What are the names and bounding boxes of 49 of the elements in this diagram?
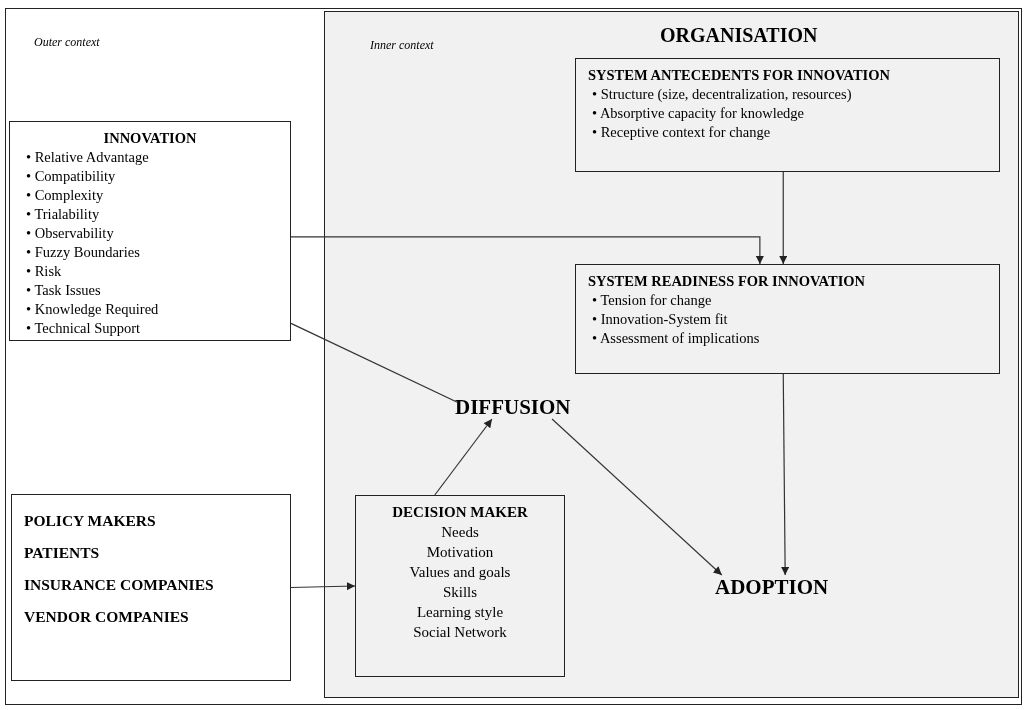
- list-item: • Relative Advantage: [25, 148, 150, 167]
- list-item: Needs: [440, 523, 480, 542]
- text-box: [11, 494, 291, 681]
- list-item: • Trialability: [25, 205, 101, 224]
- list-item: • Receptive context for change: [591, 123, 772, 142]
- list-item: • Knowledge Required: [25, 300, 160, 319]
- list-item: Skills: [441, 583, 479, 602]
- list-item: • Compatibility: [25, 167, 117, 186]
- box-heading: INNOVATION: [102, 130, 198, 147]
- stage-label: DIFFUSION: [455, 395, 571, 419]
- list-item: • Fuzzy Boundaries: [25, 243, 141, 262]
- list-item: Values and goals: [408, 563, 512, 582]
- list-item: • Innovation-System fit: [591, 310, 729, 329]
- list-item: • Task Issues: [25, 281, 102, 300]
- arrow: [780, 373, 790, 576]
- stage-label: ADOPTION: [715, 575, 829, 599]
- context-label: Outer context: [34, 35, 100, 50]
- stakeholder-label: VENDOR COMPANIES: [24, 607, 190, 627]
- list-item: • Structure (size, decentralization, resources): [591, 85, 853, 104]
- text-box: [355, 495, 565, 677]
- list-item: Learning style: [415, 603, 505, 622]
- list-item: • Observability: [25, 224, 115, 243]
- arrow: [434, 418, 493, 496]
- box-heading: SYSTEM ANTECEDENTS FOR INNOVATION: [588, 67, 891, 84]
- text-box: [9, 121, 291, 341]
- stakeholder-label: INSURANCE COMPANIES: [24, 575, 215, 595]
- list-item: • Complexity: [25, 186, 105, 205]
- list-item: • Absorptive capacity for knowledge: [591, 104, 806, 123]
- box-heading: DECISION MAKER: [391, 504, 529, 521]
- arrow: [551, 418, 723, 576]
- stakeholder-label: PATIENTS: [24, 543, 101, 563]
- text-box: [575, 264, 1000, 374]
- list-item: • Technical Support: [25, 319, 142, 338]
- list-item: • Assessment of implications: [591, 329, 761, 348]
- connector-line: [290, 322, 458, 403]
- outer-frame: [5, 8, 1022, 705]
- context-label: Inner context: [370, 38, 434, 53]
- inner-panel: [324, 11, 1019, 698]
- list-item: Social Network: [412, 623, 508, 642]
- arrow: [779, 171, 788, 265]
- list-item: Motivation: [425, 543, 495, 562]
- list-item: • Risk: [25, 262, 63, 281]
- text-box: [575, 58, 1000, 172]
- stakeholder-label: POLICY MAKERS: [24, 511, 157, 531]
- arrow: [290, 582, 356, 591]
- list-item: • Tension for change: [591, 291, 713, 310]
- box-heading: SYSTEM READINESS FOR INNOVATION: [588, 273, 867, 290]
- panel-title: ORGANISATION: [660, 24, 818, 47]
- arrow: [290, 236, 765, 265]
